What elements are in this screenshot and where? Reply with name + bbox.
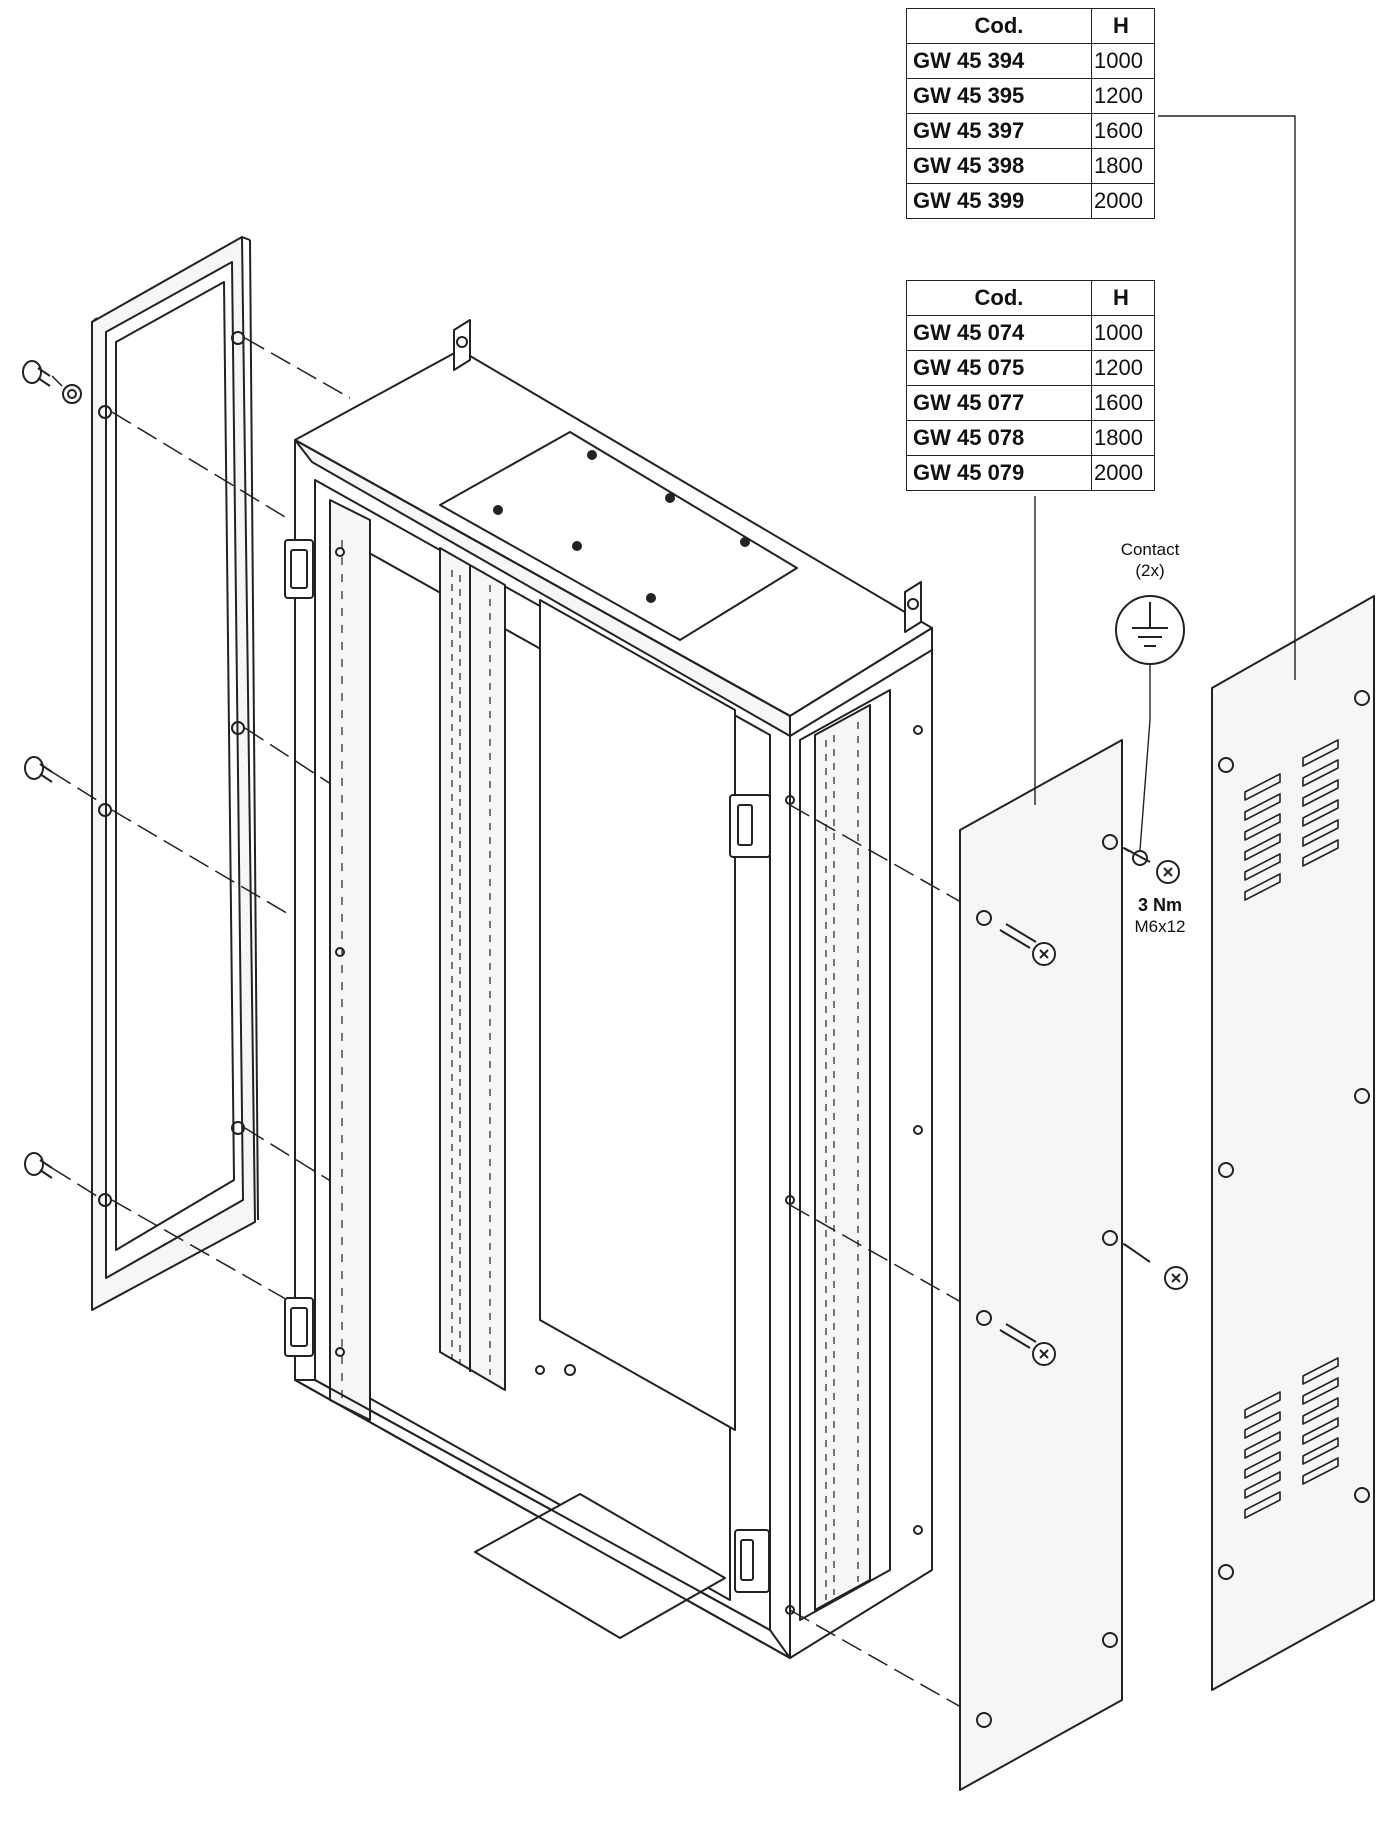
contact-label: Contact	[1120, 540, 1180, 559]
table-header-row: Cod. H	[906, 8, 1155, 44]
cabinet-body	[284, 319, 933, 1659]
plain-side-panel	[959, 739, 1123, 1791]
row-code: GW 45 075	[906, 350, 1092, 386]
header-h: H	[1091, 280, 1155, 316]
header-code: Cod.	[906, 280, 1092, 316]
row-height: 2000	[1091, 183, 1155, 219]
row-code: GW 45 399	[906, 183, 1092, 219]
row-height: 1200	[1091, 78, 1155, 114]
door-screw	[22, 360, 82, 404]
screw-size-label: M6x12	[1134, 917, 1186, 936]
row-code: GW 45 398	[906, 148, 1092, 184]
row-height: 2000	[1091, 455, 1155, 491]
header-h: H	[1091, 8, 1155, 44]
glass-front-door	[91, 236, 259, 1311]
panel-screw	[1123, 1243, 1188, 1290]
panel-screw	[1123, 847, 1180, 884]
row-height: 1000	[1091, 43, 1155, 79]
table-header-row: Cod. H	[906, 280, 1155, 316]
row-height: 1800	[1091, 420, 1155, 456]
row-height: 1800	[1091, 148, 1155, 184]
row-height: 1200	[1091, 350, 1155, 386]
panel-screw	[999, 1323, 1056, 1366]
row-code: GW 45 078	[906, 420, 1092, 456]
vented-side-panel	[1211, 595, 1375, 1691]
row-code: GW 45 394	[906, 43, 1092, 79]
contact-count: (2x)	[1135, 561, 1165, 580]
door-screw	[24, 756, 53, 783]
row-code: GW 45 074	[906, 315, 1092, 351]
row-height: 1600	[1091, 113, 1155, 149]
header-code: Cod.	[906, 8, 1092, 44]
earth-ground-icon	[1115, 595, 1185, 665]
row-height: 1600	[1091, 385, 1155, 421]
door-screw	[24, 1152, 53, 1179]
row-code: GW 45 395	[906, 78, 1092, 114]
row-height: 1000	[1091, 315, 1155, 351]
row-code: GW 45 077	[906, 385, 1092, 421]
row-code: GW 45 397	[906, 113, 1092, 149]
torque-label: 3 Nm	[1137, 895, 1182, 915]
panel-screw	[999, 923, 1056, 966]
row-code: GW 45 079	[906, 455, 1092, 491]
